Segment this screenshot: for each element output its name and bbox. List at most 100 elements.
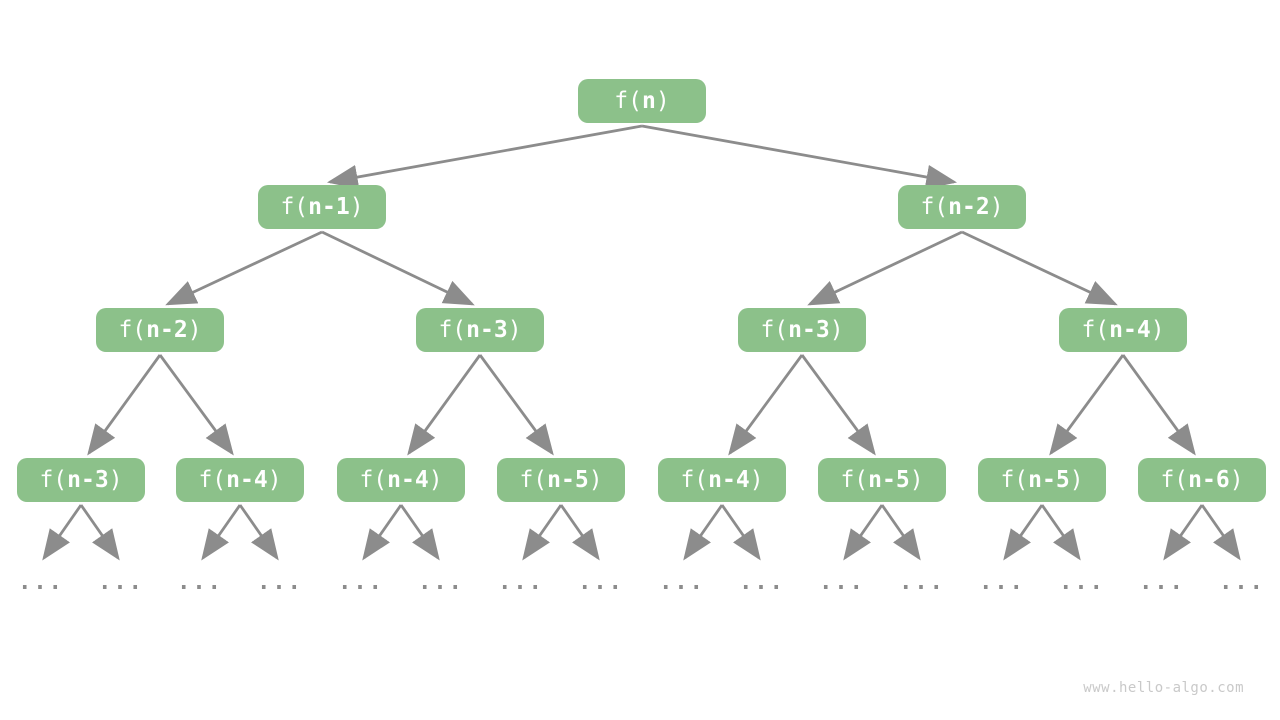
edge-line [720,504,761,561]
tree-node-l3-2: f(n-3) [738,308,866,352]
ellipsis-leaf: ... [498,570,544,595]
edge-line [42,504,83,561]
node-label-suffix: ) [507,317,522,343]
tree-node-l3-0: f(n-2) [96,308,224,352]
node-label-prefix: f( [1160,467,1189,493]
edge-line [728,354,804,456]
edge-line [843,504,884,561]
ellipsis-leaf: ... [739,570,785,595]
edge-line [165,230,323,306]
edge-line [321,230,475,306]
edge-line [238,504,279,561]
ellipsis-leaf: ... [659,570,705,595]
edge-line [522,504,563,561]
edge-line [683,504,724,561]
node-label-suffix: ) [108,467,123,493]
node-label-prefix: f( [519,467,548,493]
tree-node-l4-5: f(n-5) [818,458,946,502]
node-label-suffix: ) [428,467,443,493]
edge-line [158,354,234,456]
tree-node-root: f(n) [578,79,706,123]
ellipsis-leaf: ... [98,570,144,595]
edge-line [1040,504,1081,561]
node-label-prefix: f( [920,194,949,220]
node-label-arg: n [641,88,656,114]
node-label-prefix: f( [1000,467,1029,493]
tree-node-l2-0: f(n-1) [258,185,386,229]
edge-line [1003,504,1044,561]
node-label-prefix: f( [614,88,642,114]
ellipsis-leaf: ... [578,570,624,595]
node-label-prefix: f( [680,467,709,493]
edge-line [399,504,440,561]
tree-node-l2-1: f(n-2) [898,185,1026,229]
tree-node-l4-4: f(n-4) [658,458,786,502]
edge-line [326,124,643,190]
ellipsis-leaf: ... [979,570,1025,595]
ellipsis-leaf: ... [257,570,303,595]
node-label-suffix: ) [1229,467,1244,493]
node-label-arg: n-4 [708,467,750,493]
ellipsis-leaf: ... [338,570,384,595]
edge-line [87,354,162,456]
edge-line [79,504,120,561]
edge-line [559,504,600,561]
node-label-prefix: f( [840,467,869,493]
tree-node-l4-6: f(n-5) [978,458,1106,502]
node-label-prefix: f( [438,317,467,343]
node-label-arg: n-2 [948,194,990,220]
edge-line [362,504,403,561]
node-label-suffix: ) [655,88,670,114]
node-label-suffix: ) [749,467,764,493]
edge-line [478,354,554,456]
ellipsis-leaf: ... [1059,570,1105,595]
edge-line [1200,504,1241,561]
node-label-arg: n-1 [308,194,350,220]
node-label-suffix: ) [588,467,603,493]
edge-line [800,354,876,456]
node-label-arg: n-3 [788,317,830,343]
ellipsis-leaf: ... [177,570,223,595]
node-label-suffix: ) [1069,467,1084,493]
ellipsis-leaf: ... [18,570,64,595]
edge-line [961,230,1118,306]
node-label-prefix: f( [359,467,388,493]
node-label-arg: n-5 [1028,467,1070,493]
edge-line [407,354,482,456]
node-label-prefix: f( [198,467,227,493]
tree-node-l3-3: f(n-4) [1059,308,1187,352]
node-label-suffix: ) [829,317,844,343]
edge-line [807,230,963,306]
node-label-prefix: f( [760,317,789,343]
node-label-suffix: ) [349,194,364,220]
edge-line [201,504,242,561]
tree-node-l4-1: f(n-4) [176,458,304,502]
node-label-prefix: f( [39,467,68,493]
edge-line [1049,354,1125,456]
ellipsis-leaf: ... [899,570,945,595]
node-label-arg: n-3 [67,467,109,493]
ellipsis-leaf: ... [819,570,865,595]
tree-node-l3-1: f(n-3) [416,308,544,352]
node-label-prefix: f( [280,194,309,220]
node-label-arg: n-4 [1109,317,1151,343]
node-label-suffix: ) [267,467,282,493]
node-label-arg: n-5 [868,467,910,493]
watermark: www.hello-algo.com [1083,680,1244,696]
ellipsis-leaf: ... [418,570,464,595]
ellipsis-leaf: ... [1219,570,1265,595]
edge-line [880,504,921,561]
tree-node-l4-3: f(n-5) [497,458,625,502]
node-label-arg: n-6 [1188,467,1230,493]
node-label-prefix: f( [118,317,147,343]
tree-node-l4-0: f(n-3) [17,458,145,502]
tree-node-l4-2: f(n-4) [337,458,465,502]
node-label-suffix: ) [187,317,202,343]
edge-line [1163,504,1204,561]
node-label-suffix: ) [909,467,924,493]
node-label-suffix: ) [1150,317,1165,343]
ellipsis-leaf: ... [1139,570,1185,595]
edge-line [641,124,958,190]
